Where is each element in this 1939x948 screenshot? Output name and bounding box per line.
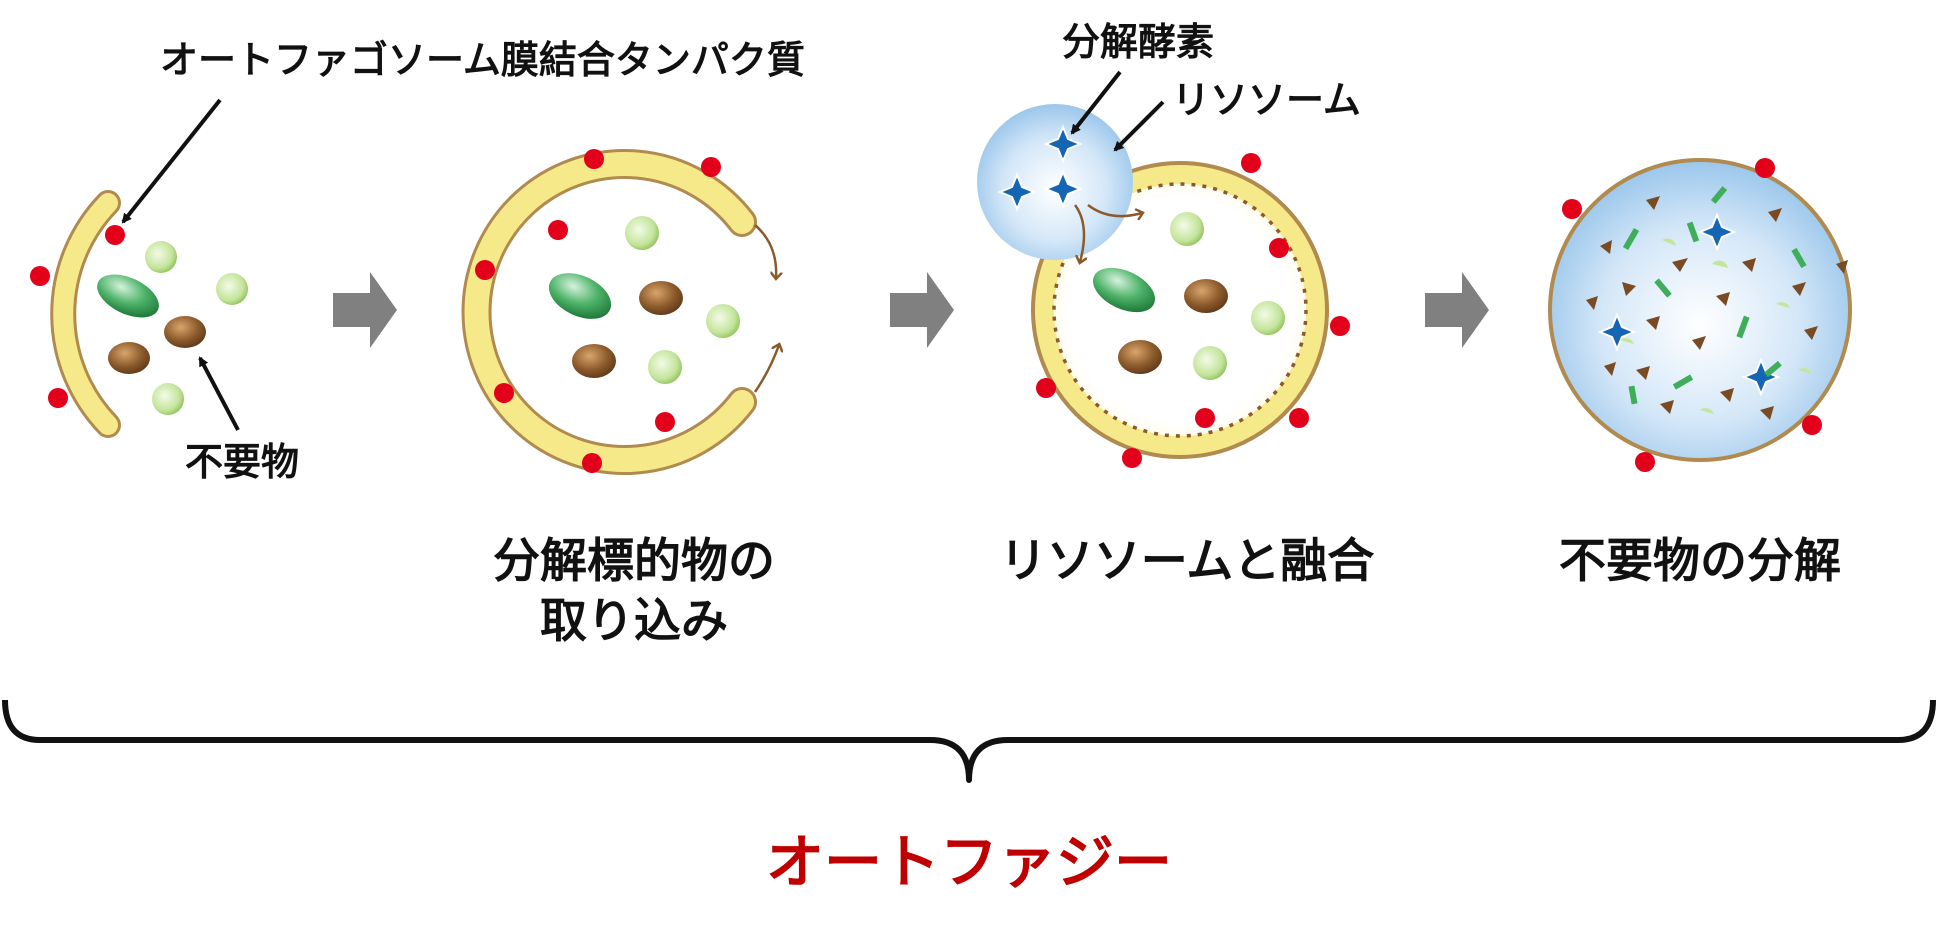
membrane-protein-dot	[1289, 408, 1309, 428]
membrane-protein-dot	[1122, 448, 1142, 468]
membrane-protein-dot	[1195, 408, 1215, 428]
brown-cargo	[572, 344, 616, 378]
green-oval-cargo	[97, 274, 159, 318]
membrane-protein-dot	[1562, 199, 1582, 219]
membrane-protein-dot	[1802, 415, 1822, 435]
enzyme-star-icon	[997, 172, 1037, 212]
light-green-cargo	[216, 273, 248, 305]
membrane-protein-dot	[701, 157, 721, 177]
process-arrow	[1425, 272, 1489, 348]
enzyme-star-icon	[1043, 124, 1083, 164]
enzyme-release-arrow	[1073, 204, 1084, 262]
enzyme-release-arrow	[1087, 203, 1142, 216]
stage2-engulfment: 分解標的物の 取り込み	[461, 149, 779, 649]
brown-cargo	[164, 316, 206, 348]
stage3-label: リソソームと融合	[1000, 534, 1375, 589]
membrane-protein-dot	[584, 149, 604, 169]
light-green-cargo	[152, 383, 184, 415]
closing-arrow-top	[754, 224, 776, 278]
green-oval-cargo	[1093, 267, 1155, 313]
membrane-protein-dot	[582, 453, 602, 473]
autolysosome	[1548, 158, 1852, 462]
unwanted-label: 不要物	[185, 440, 299, 484]
membrane-protein-dot	[494, 383, 514, 403]
light-green-cargo	[625, 216, 659, 250]
green-oval-cargo	[548, 273, 612, 319]
lysosome	[977, 104, 1133, 260]
membrane-protein-dot	[548, 220, 568, 240]
stage3-fusion: 分解酵素 リソソーム リソソームと融合	[977, 20, 1374, 589]
brown-cargo	[108, 342, 150, 374]
light-green-cargo	[145, 241, 177, 273]
membrane-protein-dot	[1036, 378, 1056, 398]
membrane-protein-dot	[48, 388, 68, 408]
light-green-cargo	[1170, 212, 1204, 246]
enzyme-star-icon	[1043, 169, 1083, 209]
process-arrow	[890, 272, 954, 348]
stage1-isolation-membrane: オートファゴソーム膜結合タンパク質 不要物	[30, 38, 805, 484]
membrane-protein-dot	[30, 266, 50, 286]
enzyme-label: 分解酵素	[1062, 20, 1214, 64]
membrane-protein-label: オートファゴソーム膜結合タンパク質	[160, 38, 805, 82]
stage2-label-line2: 取り込み	[540, 594, 728, 649]
closing-arrow-bottom	[753, 345, 779, 393]
light-green-cargo	[1251, 301, 1285, 335]
enzyme-star-icon	[1697, 212, 1737, 252]
membrane-protein-dot	[1241, 153, 1261, 173]
membrane-protein-dot	[1635, 452, 1655, 472]
autophagosome-inner	[1052, 182, 1308, 438]
membrane-protein-pointer	[121, 98, 222, 224]
enzyme-star-icon	[1597, 312, 1637, 352]
process-arrow	[333, 272, 397, 348]
membrane-protein-dot	[1330, 316, 1350, 336]
membrane-protein-dot	[475, 260, 495, 280]
lysosome-label: リソソーム	[1172, 78, 1361, 122]
brown-cargo	[1118, 340, 1162, 374]
unwanted-pointer	[198, 356, 240, 431]
brown-cargo	[639, 281, 683, 315]
stage2-label-line1: 分解標的物の	[493, 534, 775, 589]
curly-brace	[2, 699, 1936, 783]
light-green-cargo	[1193, 346, 1227, 380]
membrane-protein-dot	[1755, 158, 1775, 178]
membrane-protein-dot	[1269, 238, 1289, 258]
stage4-label: 不要物の分解	[1559, 534, 1841, 589]
diagram-title: オートファジー	[766, 828, 1172, 896]
membrane-protein-dot	[105, 225, 125, 245]
light-green-cargo	[648, 350, 682, 384]
lysosome-pointer	[1113, 100, 1165, 152]
light-green-cargo	[706, 304, 740, 338]
degraded-fragments	[1586, 186, 1848, 420]
enzyme-pointer	[1070, 70, 1122, 135]
stage4-degradation: 不要物の分解	[1548, 158, 1852, 589]
brown-cargo	[1184, 279, 1228, 313]
membrane-protein-dot	[655, 412, 675, 432]
